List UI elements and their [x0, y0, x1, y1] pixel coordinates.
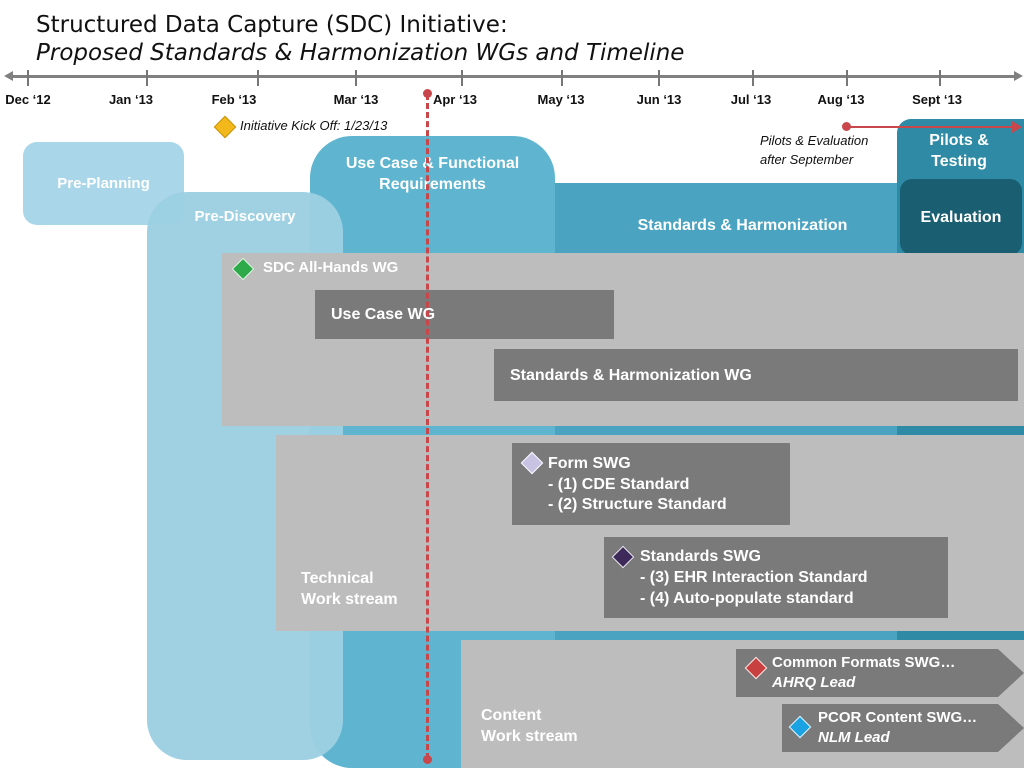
today-marker-top-dot: [423, 89, 432, 98]
kickoff-label: Initiative Kick Off: 1/23/13: [240, 118, 388, 133]
tick-mar-13: [355, 70, 357, 86]
pilots-note-line-1: Pilots & Evaluation: [760, 133, 869, 148]
tick-feb-13: [257, 70, 259, 86]
tick-dec-12: [27, 70, 29, 86]
pcor-content-arrow-box: [782, 704, 1024, 752]
tick-label-jun-13: Jun ‘13: [636, 92, 682, 107]
tick-label-dec-12: Dec ‘12: [5, 92, 51, 107]
tick-jul-13: [752, 70, 754, 86]
form-swg-item-2: - (2) Structure Standard: [548, 496, 727, 513]
phase-label-pilots-line-1: Pilots &: [929, 132, 989, 149]
timeline-axis: [8, 75, 1016, 78]
today-marker-line: [426, 94, 429, 759]
sh-wg-bar: [494, 349, 1018, 401]
tick-label-may-13: May ‘13: [537, 92, 585, 107]
common-formats-lead: AHRQ Lead: [772, 674, 856, 691]
phase-label-pilots-line-2: Testing: [931, 153, 987, 170]
tick-jan-13: [146, 70, 148, 86]
use-case-wg-label: Use Case WG: [331, 306, 436, 323]
form-swg-item-1: - (1) CDE Standard: [548, 476, 690, 493]
technical-label-line-2: Work stream: [301, 591, 398, 608]
phase-label-pre-discovery: Pre-Discovery: [194, 208, 296, 225]
standards-swg-item-2: - (4) Auto-populate standard: [640, 590, 854, 607]
pilots-range-arrow-icon: [1012, 121, 1022, 133]
timeline-arrow-left-icon: [4, 71, 13, 81]
tick-label-sept-13: Sept ‘13: [912, 92, 962, 107]
common-formats-arrow-box: [736, 649, 1024, 697]
tick-label-mar-13: Mar ‘13: [333, 92, 379, 107]
sh-wg-label: Standards & Harmonization WG: [510, 367, 752, 384]
phase-label-evaluation: Evaluation: [920, 209, 1002, 226]
title-line-2: Proposed Standards & Harmonization WGs a…: [36, 40, 685, 66]
tick-label-jul-13: Jul ‘13: [730, 92, 772, 107]
common-formats-title: Common Formats SWG…: [772, 654, 956, 671]
tick-label-aug-13: Aug ‘13: [817, 92, 865, 107]
pilots-range-start-dot: [842, 122, 851, 131]
title-line-1: Structured Data Capture (SDC) Initiative…: [36, 12, 508, 38]
pilots-range-line: [846, 126, 1014, 128]
phase-evaluation: [900, 179, 1022, 255]
pilots-note-line-2: after September: [760, 152, 854, 167]
tick-may-13: [561, 70, 563, 86]
timeline-arrow-right-icon: [1014, 71, 1023, 81]
pcor-content-title: PCOR Content SWG…: [818, 709, 978, 726]
standards-swg-item-1: - (3) EHR Interaction Standard: [640, 569, 868, 586]
today-marker-bottom-dot: [423, 755, 432, 764]
content-label-line-2: Work stream: [481, 728, 578, 745]
technical-label-line-1: Technical: [301, 570, 374, 587]
form-swg-box: [512, 443, 790, 525]
all-hands-wg-label: SDC All-Hands WG: [263, 259, 399, 276]
standards-swg-title: Standards SWG: [640, 548, 761, 565]
tick-label-jan-13: Jan ‘13: [108, 92, 154, 107]
phase-label-pre-planning: Pre-Planning: [57, 175, 150, 192]
standards-swg-box: [604, 537, 948, 618]
phase-label-standards-harmonization: Standards & Harmonization: [637, 217, 848, 234]
tick-apr-13: [461, 70, 463, 86]
use-case-wg-bar: [315, 290, 614, 339]
phase-label-use-case-line-2: Requirements: [379, 176, 486, 193]
tick-sept-13: [939, 70, 941, 86]
content-label-line-1: Content: [481, 707, 542, 724]
kickoff-diamond-icon: [213, 115, 237, 139]
tick-jun-13: [658, 70, 660, 86]
form-swg-title: Form SWG: [548, 455, 631, 472]
pcor-content-lead: NLM Lead: [818, 729, 890, 746]
tick-label-feb-13: Feb ‘13: [211, 92, 257, 107]
phase-label-use-case-line-1: Use Case & Functional: [345, 155, 520, 172]
tick-aug-13: [846, 70, 848, 86]
tick-label-apr-13: Apr ‘13: [432, 92, 478, 107]
